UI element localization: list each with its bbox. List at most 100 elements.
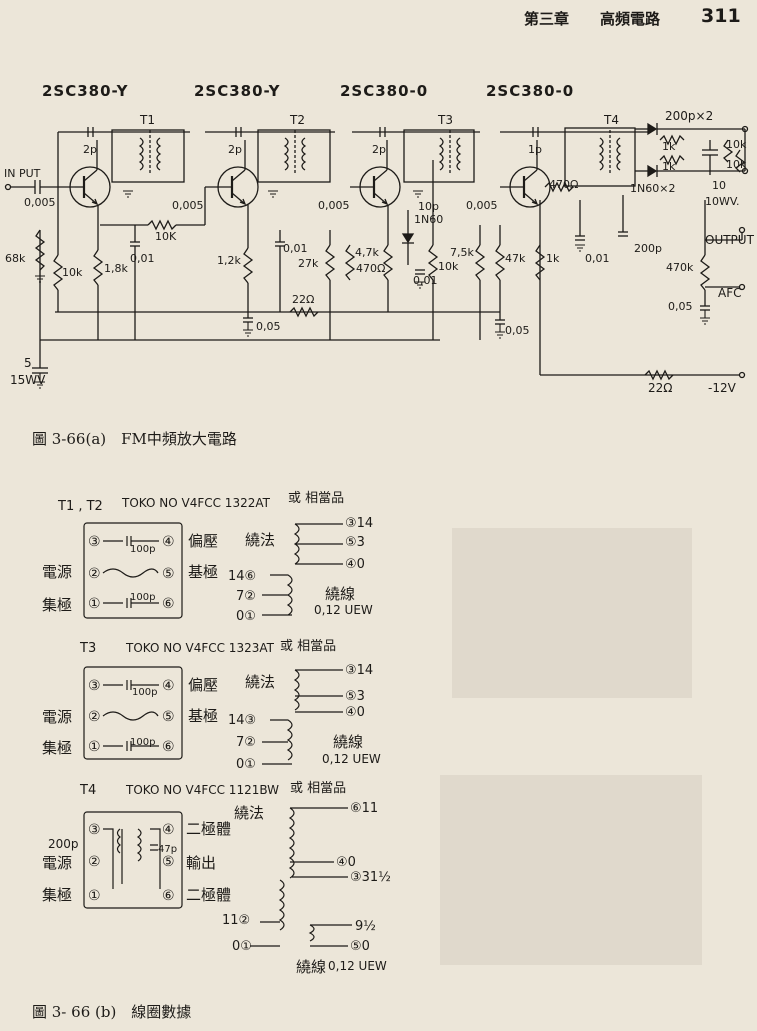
- capacitor-10uf: [702, 140, 718, 175]
- label-in-put: IN PUT: [4, 167, 41, 180]
- transistor-type-q1: 2SC380-Y: [42, 82, 129, 100]
- label-47k: 47k: [505, 252, 526, 265]
- coil-data-diagrams: T1 , T2 TOKO NO V4FCC 1322AT 或 相當品 ③ ④ ②…: [42, 491, 391, 976]
- pin-label: 0①: [232, 939, 252, 954]
- bleed-through-figure: [452, 528, 692, 698]
- t1t2-right-base: 基極: [188, 563, 218, 581]
- transformer-t3: [403, 129, 475, 183]
- resistor-1-2k: [242, 205, 254, 312]
- pin: ①: [88, 739, 101, 755]
- transformer-t2: [257, 129, 331, 183]
- t1t2-winding-label: 繞法: [245, 531, 275, 549]
- fm-if-amplifier-schematic: IN PUT 0,005 68k 10k 1,8k 0,01 10K 2p 0,…: [4, 109, 755, 395]
- pin-label: 9½: [355, 919, 376, 934]
- label-supply: -12V: [708, 381, 737, 395]
- resistor-10k-c: [427, 160, 439, 340]
- label-2p-b: 2p: [228, 143, 242, 156]
- label-7-5k: 7,5k: [450, 246, 474, 259]
- resistor-68k: [34, 229, 46, 271]
- t4-right-output: 輸出: [186, 854, 216, 872]
- label-68k: 68k: [5, 252, 26, 265]
- pin: ②: [88, 854, 101, 870]
- transformer-t1: [111, 129, 185, 183]
- cap-label: 100p: [130, 737, 155, 748]
- pin-label: ④0: [345, 557, 365, 572]
- label-0005-a: 0,005: [172, 199, 204, 212]
- label-10p: 10p: [418, 200, 439, 213]
- pin: ⑥: [162, 739, 175, 755]
- t4-alt: 或 相當品: [290, 781, 346, 796]
- t3-left-power: 電源: [42, 708, 72, 726]
- t1t2-title: T1 , T2: [57, 499, 103, 514]
- t3-left-collector: 集極: [42, 739, 72, 757]
- t3-wire: 繞線: [333, 733, 363, 751]
- t3-alt: 或 相當品: [280, 639, 336, 654]
- t3-winding-label: 繞法: [245, 673, 275, 691]
- t4-title: T4: [79, 783, 96, 798]
- transistor-q2: [205, 140, 259, 208]
- label-005-c: 0,05: [668, 300, 693, 313]
- pin: ①: [88, 888, 101, 904]
- pin: ②: [88, 566, 101, 582]
- pin: ⑤: [162, 709, 175, 725]
- resistor-7-5k: [474, 225, 486, 340]
- t4-wire: 繞線: [296, 958, 326, 976]
- pin-label: 0①: [236, 757, 256, 772]
- label-0005-b: 0,005: [318, 199, 350, 212]
- t4-part: TOKO NO V4FCC 1121BW: [125, 783, 279, 797]
- t4-left-collector: 集極: [42, 886, 72, 904]
- label-1k-c: 1k: [662, 160, 676, 173]
- label-2p-c: 2p: [372, 143, 386, 156]
- resistor-22-b: [644, 369, 674, 381]
- label-470-b: 470Ω: [549, 178, 578, 191]
- label-001-a: 0,01: [130, 252, 155, 265]
- resistor-10k-b: [100, 187, 206, 231]
- label-22-a: 22Ω: [292, 293, 314, 306]
- pin-label: 7②: [236, 735, 256, 750]
- label-4-7k-a: 4,7k: [355, 246, 379, 259]
- resistor-1-8k: [92, 205, 104, 340]
- pin-label: ③14: [345, 663, 373, 678]
- cap-label: 100p: [132, 687, 157, 698]
- pin: ③: [88, 678, 101, 694]
- label-200p-x2: 200p×2: [665, 109, 713, 123]
- pin: ⑤: [162, 566, 175, 582]
- pin-label: 11②: [222, 913, 250, 928]
- t3-right-bias: 偏壓: [188, 676, 218, 694]
- label-001-b: 0,01: [283, 242, 308, 255]
- label-10wv: 10WV.: [705, 195, 739, 208]
- label-10k-a: 10k: [62, 266, 83, 279]
- label-200p-a: 200p: [634, 242, 662, 255]
- label-1-8k: 1,8k: [104, 262, 128, 275]
- label-1k-a: 1k: [546, 252, 560, 265]
- pin-label: ⑥11: [350, 801, 378, 816]
- pin-label: ⑤3: [345, 535, 365, 550]
- label-10k-c: 10k: [438, 260, 459, 273]
- pin: ④: [162, 678, 175, 694]
- resistor-1k-a: [534, 244, 546, 281]
- label-1p: 1p: [528, 143, 542, 156]
- pin-label: ③31½: [350, 870, 391, 885]
- t4-right-diode-2: 二極體: [186, 886, 231, 904]
- resistor-1k-c: [659, 154, 685, 166]
- label-15wv: 15WV: [10, 373, 46, 387]
- label-afc: AFC: [718, 286, 742, 300]
- label-1n60: 1N60: [414, 213, 443, 226]
- transistor-q4: [500, 140, 551, 208]
- t1t2-wire: 繞線: [325, 585, 355, 603]
- pin: ①: [88, 596, 101, 612]
- diode-1n60: [401, 210, 415, 265]
- bleed-through-figure: [440, 775, 702, 965]
- label-1-2k: 1,2k: [217, 254, 241, 267]
- label-t4: T4: [603, 113, 619, 127]
- label-22-b: 22Ω: [648, 381, 672, 395]
- figure-b-caption: 圖 3- 66 (b) 線圈數據: [32, 1003, 192, 1021]
- transistor-type-q4: 2SC380-0: [486, 82, 575, 100]
- label-1n60x2: 1N60×2: [630, 182, 675, 195]
- pin-label: 14⑥: [228, 569, 256, 584]
- pin: ⑥: [162, 596, 175, 612]
- t1t2-part: TOKO NO V4FCC 1322AT: [121, 496, 271, 510]
- label-27k: 27k: [298, 257, 319, 270]
- pin-label: ⑤0: [350, 939, 370, 954]
- label-t3: T3: [437, 113, 453, 127]
